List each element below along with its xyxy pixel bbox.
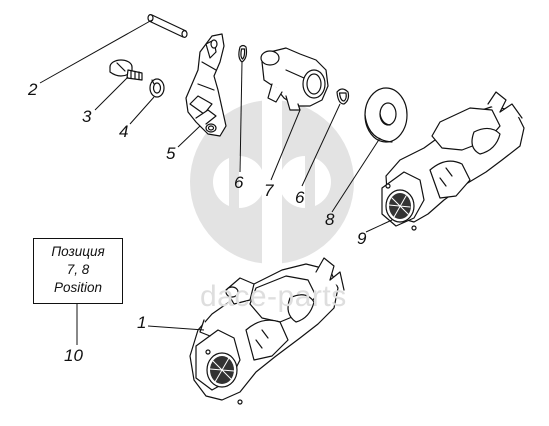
leader-6b (301, 103, 341, 187)
note-line-1: Позиция (51, 244, 105, 259)
leader-6a (239, 61, 243, 173)
leader-lines (39, 19, 393, 345)
part-5-bracket (185, 33, 227, 137)
callout-10: 10 (64, 346, 83, 365)
leader-4 (129, 96, 155, 125)
part-6-o-ring-upper (238, 44, 248, 63)
note-line-2: 7, 8 (66, 262, 90, 277)
callout-6-upper: 6 (234, 173, 244, 192)
position-note-box: Позиция 7, 8 Position (33, 238, 123, 304)
part-7-lever (260, 47, 329, 111)
leader-9 (365, 219, 393, 233)
callout-3: 3 (82, 107, 92, 126)
leader-1 (147, 325, 205, 331)
callout-9: 9 (357, 229, 367, 248)
callout-6-lower: 6 (295, 188, 305, 207)
callout-7: 7 (264, 181, 274, 200)
part-8-seal-washer (364, 87, 408, 143)
callout-8: 8 (325, 210, 335, 229)
callout-1: 1 (137, 313, 147, 332)
leader-2 (39, 19, 153, 84)
part-1-coupling-head (189, 257, 345, 405)
note-line-3: Position (53, 280, 103, 295)
leader-7 (270, 109, 301, 181)
watermark-text: dace-parts (200, 280, 347, 313)
leader-8 (331, 137, 381, 213)
watermark-logo (190, 96, 354, 268)
part-3-screw (109, 59, 143, 81)
leader-3 (94, 76, 129, 111)
leader-5 (177, 125, 201, 148)
callout-4: 4 (119, 122, 129, 141)
part-6-o-ring-lower (336, 88, 350, 105)
callout-5: 5 (166, 144, 176, 163)
part-4-spring-washer (149, 78, 165, 98)
part-2-pin (147, 14, 188, 39)
part-9-coupling-head (381, 91, 525, 231)
callout-2: 2 (28, 80, 38, 99)
